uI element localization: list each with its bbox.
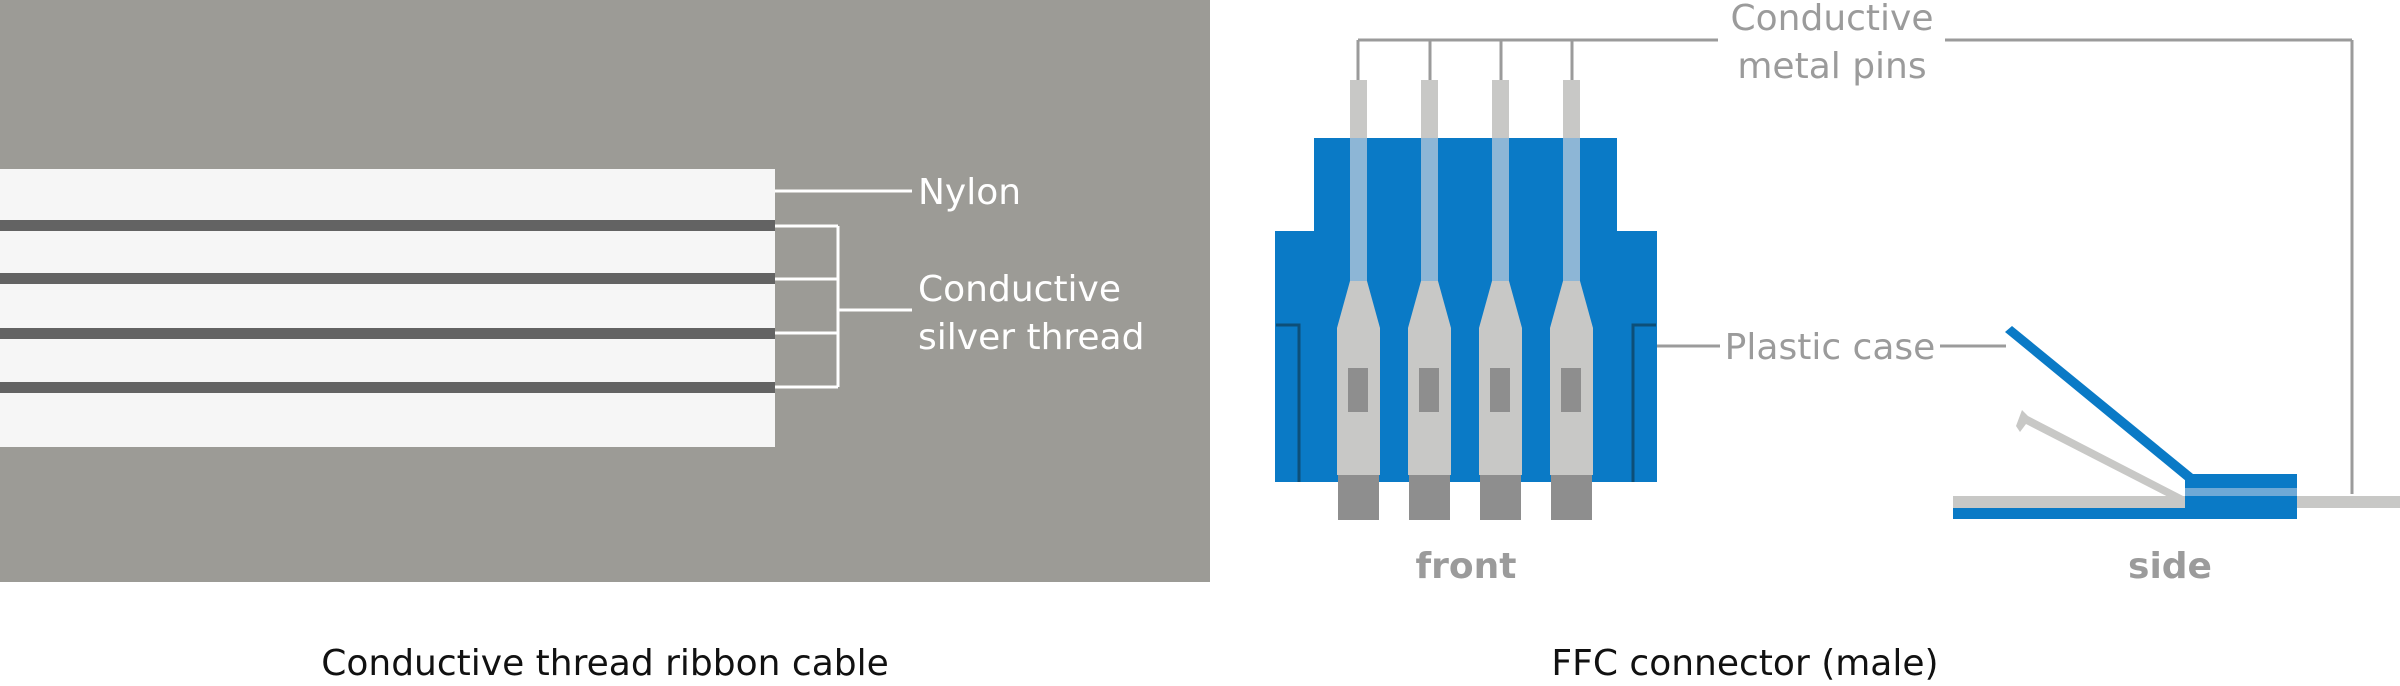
pins-label-line1: Conductive bbox=[1730, 0, 1933, 39]
side-grey-lever bbox=[2016, 410, 2185, 503]
metal-pin bbox=[1550, 80, 1593, 520]
side-inner-strip bbox=[2185, 488, 2297, 496]
pins-leader-line bbox=[1356, 38, 2354, 494]
case-inner-edge-left bbox=[1276, 323, 1301, 482]
silver-thread bbox=[0, 273, 775, 284]
ribbon-cable-panel: Nylon Conductive silver thread bbox=[0, 0, 1210, 582]
thread-label-line2: silver thread bbox=[918, 317, 1144, 358]
ribbon-cable bbox=[0, 169, 775, 447]
thread-label-line1: Conductive bbox=[918, 269, 1121, 310]
thread-bracket bbox=[775, 224, 912, 389]
side-blue-base bbox=[1953, 508, 2297, 519]
ribbon-cable-caption: Conductive thread ribbon cable bbox=[321, 643, 889, 684]
connector-side-view bbox=[1953, 326, 2400, 519]
side-blue-lever bbox=[2005, 326, 2193, 481]
front-view-label: front bbox=[1416, 546, 1517, 587]
metal-pin bbox=[1408, 80, 1451, 520]
silver-thread bbox=[0, 220, 775, 231]
connector-caption: FFC connector (male) bbox=[1551, 643, 1938, 684]
connector-front-view bbox=[1275, 80, 1657, 520]
silver-thread bbox=[0, 328, 775, 339]
nylon-label: Nylon bbox=[918, 172, 1021, 213]
silver-thread bbox=[0, 382, 775, 393]
side-view-label: side bbox=[2128, 546, 2212, 587]
plastic-case bbox=[1275, 138, 1657, 482]
metal-pin bbox=[1479, 80, 1522, 520]
case-label: Plastic case bbox=[1725, 327, 1936, 368]
pins-label-line2: metal pins bbox=[1737, 46, 1926, 87]
nylon-layer bbox=[0, 169, 775, 447]
metal-pin bbox=[1337, 80, 1380, 520]
case-inner-edge-right bbox=[1631, 323, 1656, 482]
